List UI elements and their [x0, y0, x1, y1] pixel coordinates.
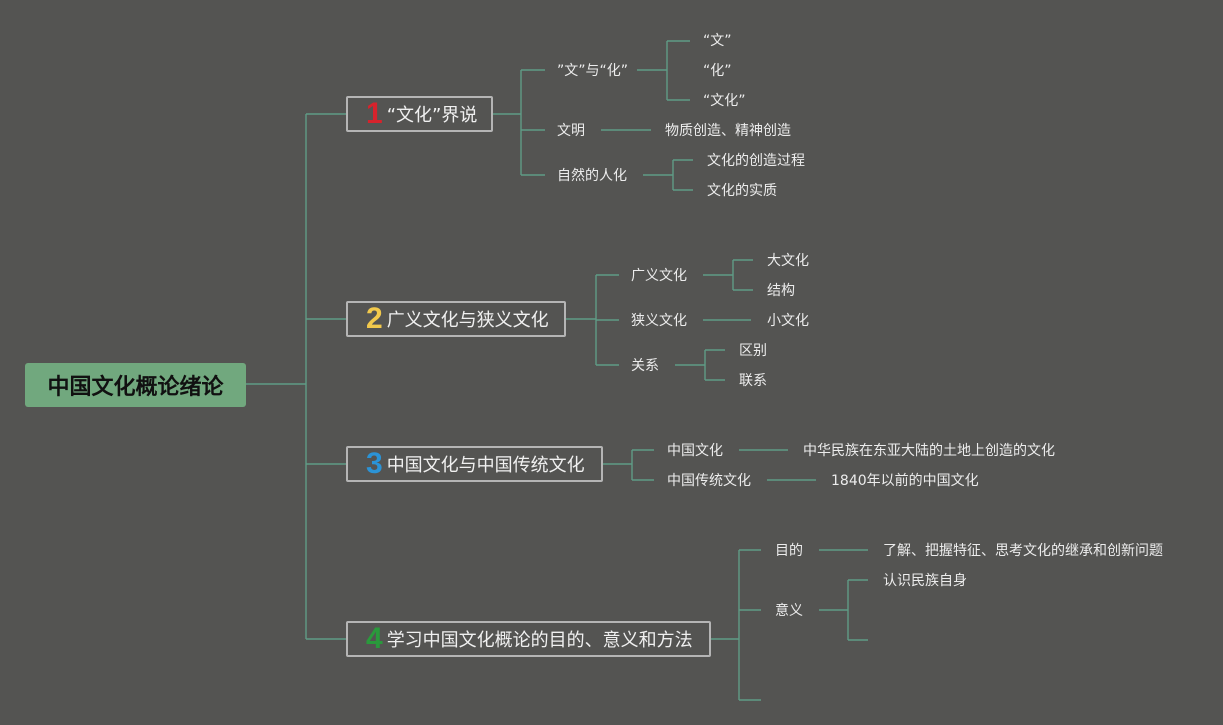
branch-number-4: 4	[366, 622, 383, 655]
branch-2[interactable]: 2 广义文化与狭义文化	[346, 301, 566, 337]
leaf-lianxi[interactable]: 联系	[739, 373, 767, 389]
branch-3[interactable]: 3 中国文化与中国传统文化	[346, 446, 603, 482]
leaf-wenhua-shizhi[interactable]: 文化的实质	[707, 183, 777, 199]
leaf-xiaowenhua[interactable]: 小文化	[767, 313, 809, 329]
topic-ziran-renhua[interactable]: 自然的人化	[557, 168, 627, 184]
root-node[interactable]: 中国文化概论绪论	[25, 363, 246, 407]
topic-guanxi[interactable]: 关系	[631, 358, 659, 374]
topic-wen-yu-hua[interactable]: ”文”与“化”	[557, 63, 629, 79]
leaf-jiegou[interactable]: 结构	[767, 283, 795, 299]
topic-chuantong-wenhua[interactable]: 中国传统文化	[667, 473, 751, 489]
leaf-wuzhi-jingshen[interactable]: 物质创造、精神创造	[665, 123, 791, 139]
branch-number-1: 1	[366, 97, 383, 130]
leaf-qubie[interactable]: 区别	[739, 343, 767, 359]
branch-number-2: 2	[366, 302, 383, 335]
connector-group	[246, 40, 868, 701]
topic-zhongguo-wenhua[interactable]: 中国文化	[667, 443, 723, 459]
topic-guangyi[interactable]: 广义文化	[631, 268, 687, 284]
topic-mudi[interactable]: 目的	[775, 543, 803, 559]
leaf-1840[interactable]: 1840年以前的中国文化	[831, 473, 979, 489]
branch-label-2: 广义文化与狭义文化	[386, 310, 549, 331]
topic-xiayi[interactable]: 狭义文化	[631, 313, 687, 329]
branch-label-1: “文化”界说	[386, 105, 478, 126]
leaf-zhonghua-minzu[interactable]: 中华民族在东亚大陆的土地上创造的文化	[803, 443, 1055, 459]
leaf-renshi-minzu[interactable]: 认识民族自身	[883, 573, 967, 589]
leaf-dawenhua[interactable]: 大文化	[767, 253, 809, 269]
branch-number-3: 3	[366, 447, 383, 480]
leaf-wen[interactable]: “文”	[703, 33, 732, 49]
branch-label-4: 学习中国文化概论的目的、意义和方法	[386, 630, 693, 651]
branch-label-3: 中国文化与中国传统文化	[386, 455, 585, 476]
branch-4[interactable]: 4 学习中国文化概论的目的、意义和方法	[346, 621, 711, 657]
branch-1[interactable]: 1 “文化”界说	[346, 96, 493, 132]
leaf-hua[interactable]: “化”	[703, 63, 732, 79]
leaf-wenhua[interactable]: “文化”	[703, 93, 746, 109]
leaf-liaojie[interactable]: 了解、把握特征、思考文化的继承和创新问题	[883, 543, 1163, 559]
topic-wenming[interactable]: 文明	[557, 123, 585, 139]
topic-yiyi[interactable]: 意义	[775, 603, 803, 619]
leaf-chuangzao-guocheng[interactable]: 文化的创造过程	[707, 153, 805, 169]
